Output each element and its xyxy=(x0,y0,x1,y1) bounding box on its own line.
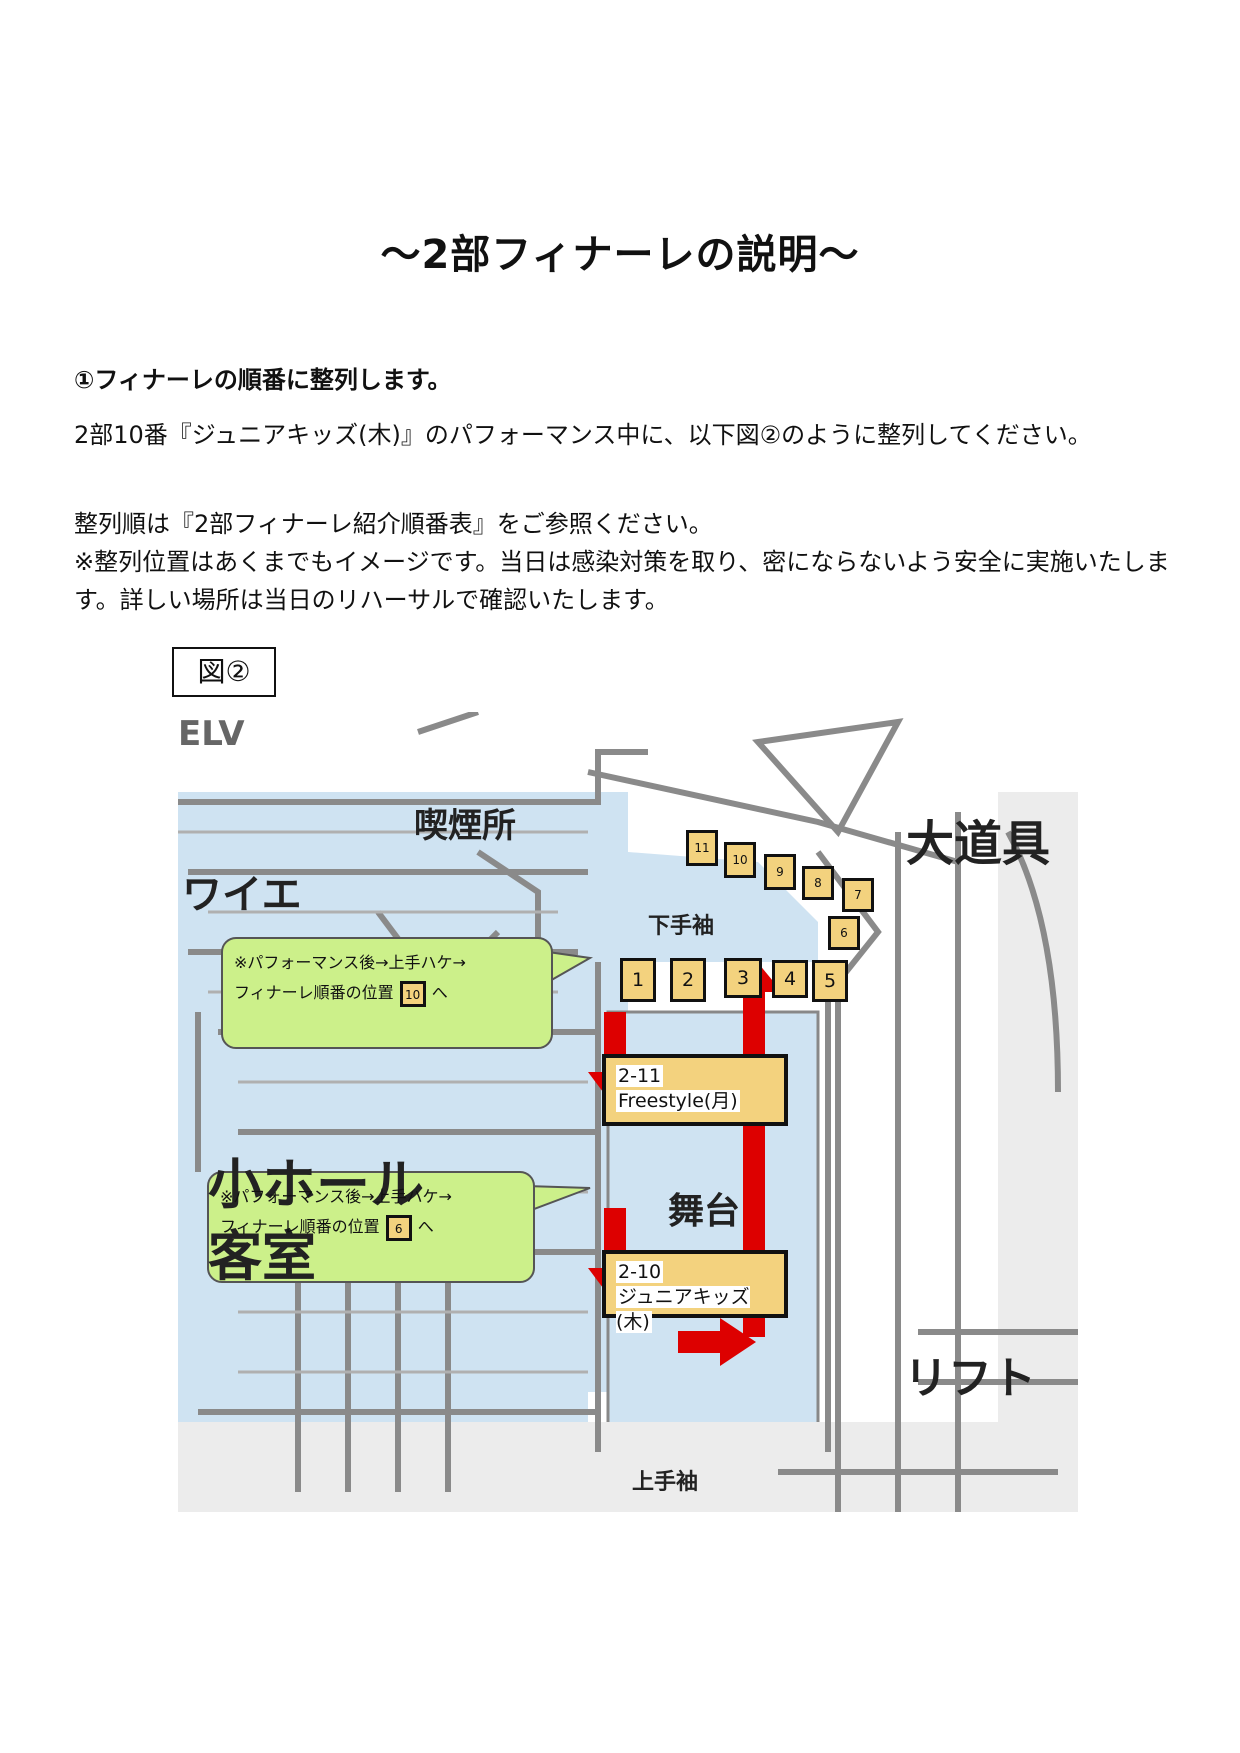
small-hall-label: 小ホール xyxy=(208,1153,424,1216)
position-9: 9 xyxy=(764,854,796,890)
elv-label: ELV xyxy=(178,714,245,754)
group-2-10-box: 2-10 ジュニアキッズ(木) xyxy=(602,1250,788,1333)
group-2-10-number: 2-10 xyxy=(616,1261,664,1283)
position-11: 11 xyxy=(686,830,718,866)
note-2-11-suffix: へ xyxy=(431,983,448,1002)
note-2-10-line1: ※パフォーマンス後→上手ハケ→ xyxy=(220,1187,452,1206)
position-2: 2 xyxy=(670,958,706,1002)
paragraph-order: 整列順は『2部フィナーレ紹介順番表』をご参照ください。 xyxy=(74,510,713,538)
small-hall-room-label: 客室 xyxy=(208,1225,316,1288)
position-8: 8 xyxy=(802,866,834,900)
note-2-10-suffix: へ xyxy=(417,1217,434,1236)
paragraph-alignment: 2部10番『ジュニアキッズ(木)』のパフォーマンス中に、以下図②のように整列して… xyxy=(74,421,1092,449)
note-2-11-line2: フィナーレ順番の位置 xyxy=(234,983,394,1002)
arrow-kamite-right xyxy=(678,1318,756,1366)
paragraph-note: ※整列位置はあくまでもイメージです。当日は感染対策を取り、密にならないよう安全に… xyxy=(74,548,1170,614)
note-bg-2-10 xyxy=(207,1171,535,1283)
position-4: 4 xyxy=(772,960,808,998)
shimote-label: 下手袖 xyxy=(648,914,715,939)
note-2-11-position-box: 10 xyxy=(399,980,426,1007)
lift-label: リフト xyxy=(904,1353,1036,1404)
stage-map-svg xyxy=(178,712,1078,1512)
smoking-area-label: 喫煙所 xyxy=(414,806,516,846)
group-2-11-box: 2-11 Freestyle(月) xyxy=(602,1054,788,1126)
position-7: 7 xyxy=(842,878,874,912)
note-2-11-line1: ※パフォーマンス後→上手ハケ→ xyxy=(234,953,466,972)
position-5: 5 xyxy=(812,960,848,1002)
note-2-10-position-box: 6 xyxy=(385,1214,412,1241)
note-2-11: ※パフォーマンス後→上手ハケ→ フィナーレ順番の位置 10 へ xyxy=(234,948,546,1008)
note-2-10-line2: フィナーレ順番の位置 xyxy=(220,1217,380,1236)
note-bg-2-11 xyxy=(221,937,553,1049)
position-3: 3 xyxy=(724,958,762,998)
page-title: 〜2部フィナーレの説明〜 xyxy=(380,232,860,278)
position-6: 6 xyxy=(828,916,860,950)
group-2-11-name: Freestyle(月) xyxy=(616,1090,740,1112)
section-heading: ①フィナーレの順番に整列します。 xyxy=(74,366,452,394)
big-props-label: 大道具 xyxy=(906,816,1051,872)
stage-label: 舞台 xyxy=(668,1191,741,1232)
position-1: 1 xyxy=(620,958,656,1002)
position-10: 10 xyxy=(724,842,756,878)
group-2-11-number: 2-11 xyxy=(616,1065,664,1087)
group-2-10-name: ジュニアキッズ(木) xyxy=(616,1286,750,1333)
kamite-label: 上手袖 xyxy=(632,1470,699,1495)
foyer-label: ワイエ xyxy=(182,872,302,918)
stage-diagram: ELV 喫煙所 ワイエ 大道具 下手袖 舞台 小ホール 客室 リフト 上手袖 1… xyxy=(178,712,1078,1512)
figure-label: 図② xyxy=(172,647,276,697)
